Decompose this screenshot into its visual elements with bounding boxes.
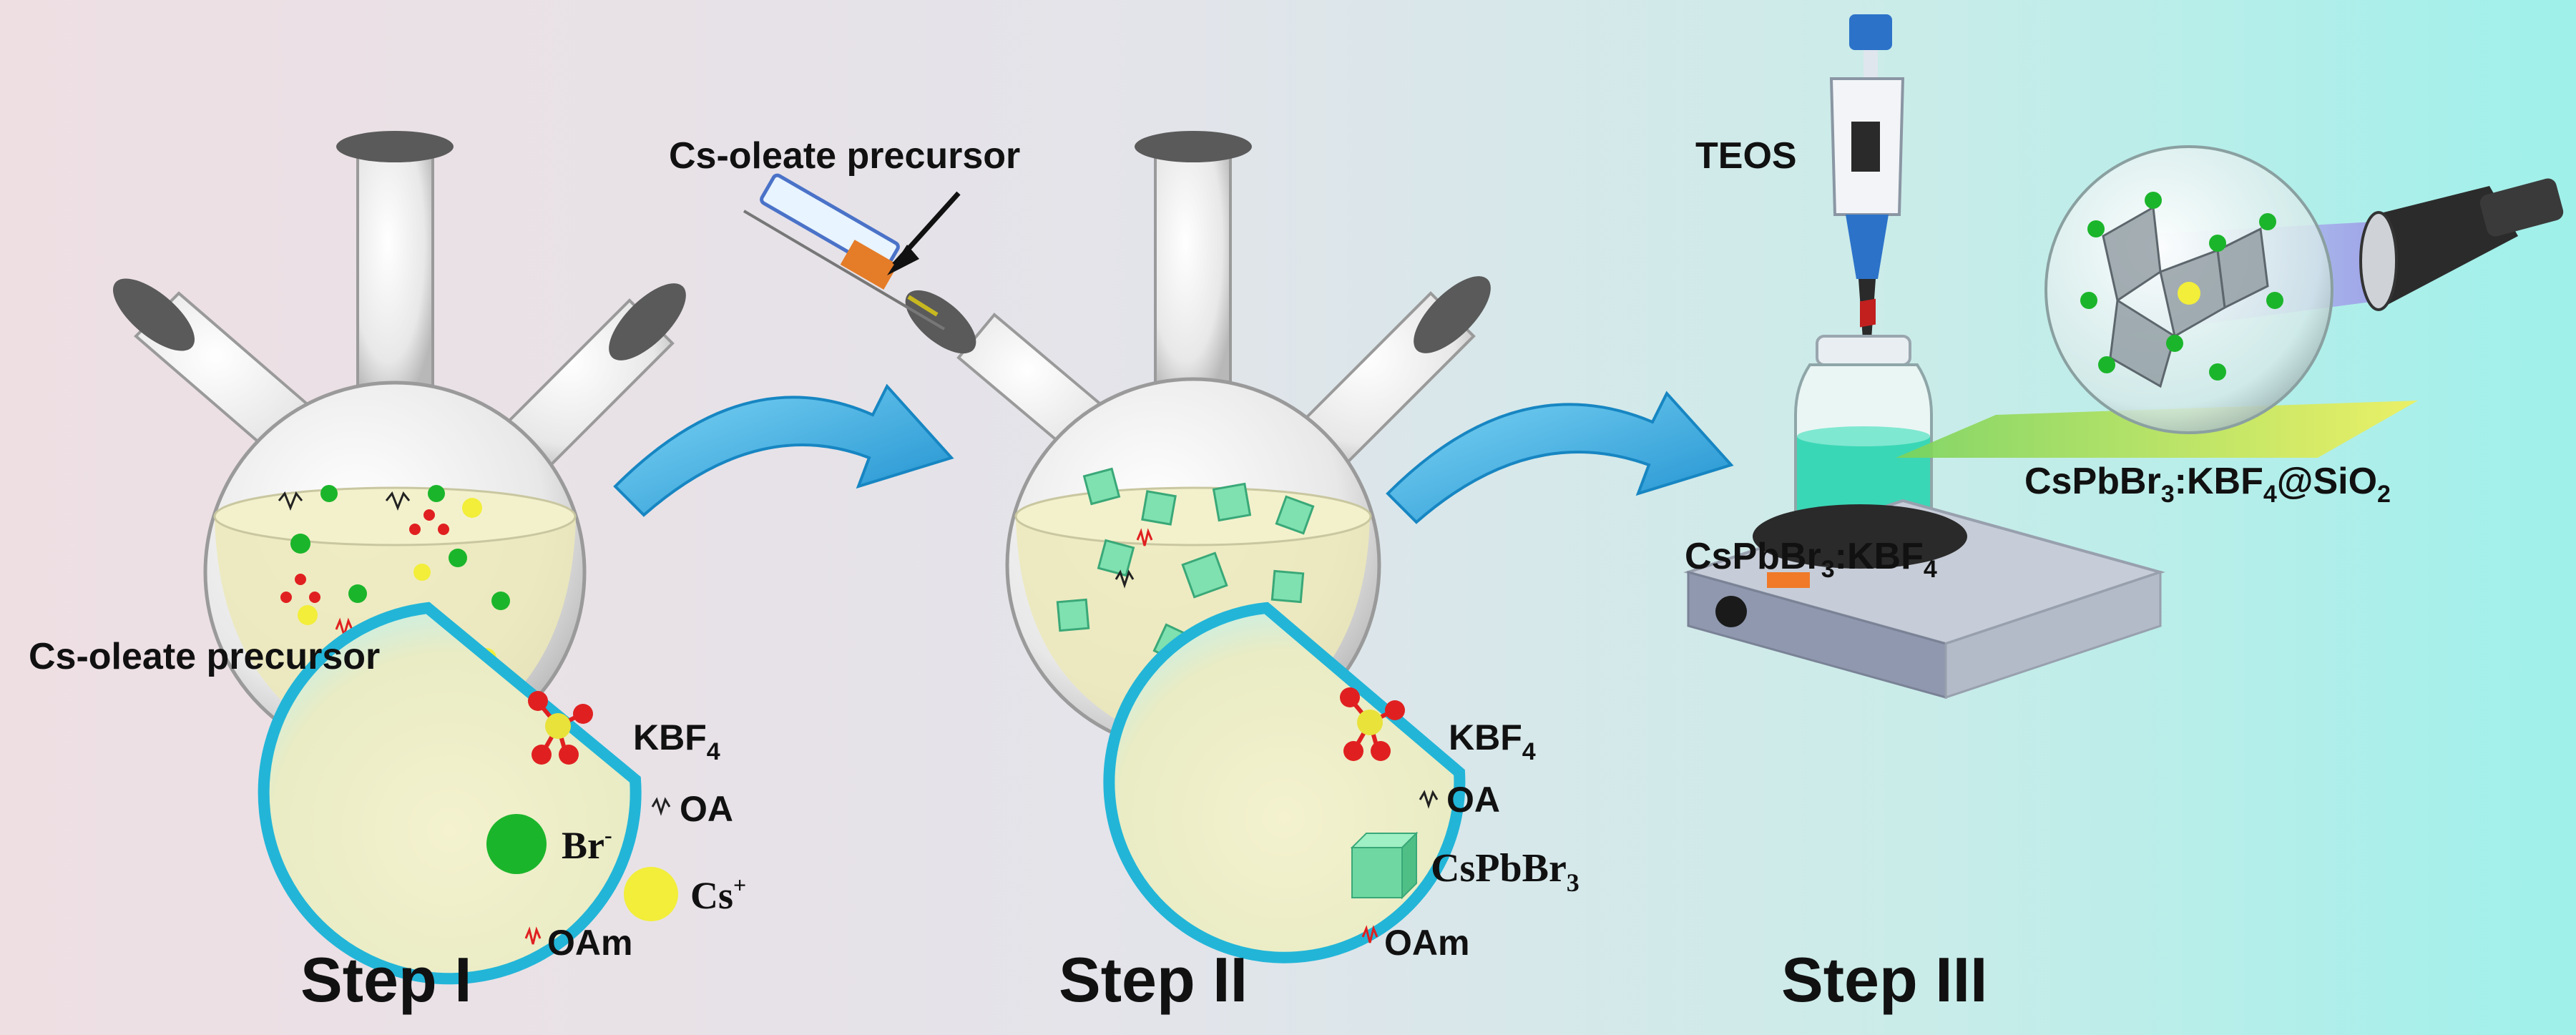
- syringe-icon: [743, 173, 946, 330]
- br-ion-icon: [486, 814, 547, 874]
- kbf4-molecule-icon: [528, 691, 593, 765]
- oa-chain-icon-2: [1419, 790, 1439, 809]
- flashlight-icon: [2359, 178, 2564, 311]
- product-bare-label: CsPbBr3:KBF4: [1685, 536, 1937, 583]
- step2-label: Step II: [1059, 944, 1248, 1015]
- legend-drop-step2: KBF4 OA CsPbBr3 OAm: [1103, 602, 1580, 963]
- cs-oleate-left-label: Cs-oleate precursor: [29, 636, 380, 677]
- svg-text:KBF4: KBF4: [633, 717, 720, 765]
- svg-text:OA: OA: [1446, 780, 1500, 820]
- svg-text:OA: OA: [680, 789, 733, 829]
- arrow-2-icon: [1386, 391, 1734, 524]
- oam-chain-icon: [524, 926, 542, 945]
- teos-label: TEOS: [1695, 135, 1797, 177]
- svg-text:Br-: Br-: [562, 822, 612, 867]
- step1-label: Step I: [300, 944, 472, 1015]
- coated-crystal-sphere-icon: [2044, 145, 2333, 434]
- cs-oleate-top-label: Cs-oleate precursor: [669, 135, 1020, 177]
- pointer-arrow-icon: [887, 191, 961, 275]
- pipette-icon: [1829, 14, 1905, 379]
- oam-chain-icon-2: [1361, 925, 1378, 943]
- svg-text:OAm: OAm: [547, 923, 632, 963]
- svg-text:OAm: OAm: [1384, 923, 1469, 963]
- cs-ion-icon: [624, 867, 678, 921]
- product-coated-label: CsPbBr3:KBF4@SiO2: [2024, 461, 2391, 508]
- legend-drop-step1: KBF4 OA Br- Cs+ OAm: [258, 602, 746, 985]
- stirrer-hotplate-icon: [1683, 298, 2165, 700]
- svg-text:CsPbBr3: CsPbBr3: [1431, 846, 1580, 897]
- step3-label: Step III: [1781, 944, 1988, 1015]
- cspbbr3-cube-icon: [1350, 831, 1419, 900]
- svg-text:Cs+: Cs+: [690, 872, 746, 917]
- oa-chain-icon: [651, 797, 671, 816]
- arrow-1-icon: [613, 383, 954, 517]
- svg-text:KBF4: KBF4: [1449, 717, 1536, 765]
- vial-icon: [1794, 335, 1933, 531]
- kbf4-molecule-icon-2: [1340, 687, 1405, 761]
